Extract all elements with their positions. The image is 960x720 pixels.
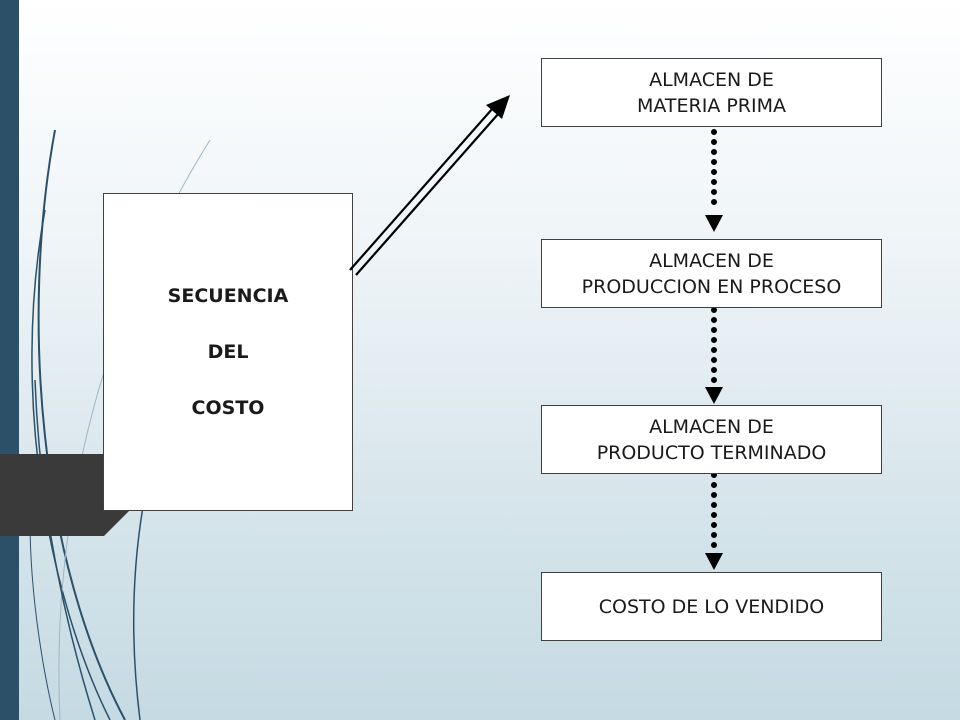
- flow-box-4-line-1: COSTO DE LO VENDIDO: [598, 595, 825, 618]
- flow-box-materia-prima: ALMACEN DE MATERIA PRIMA: [541, 58, 882, 127]
- flow-box-1-line-2: MATERIA PRIMA: [636, 94, 787, 117]
- sequence-box: SECUENCIA DEL COSTO: [103, 193, 353, 511]
- flow-box-producto-terminado: ALMACEN DE PRODUCTO TERMINADO: [541, 405, 882, 474]
- dotted-arrow-1: [705, 129, 723, 232]
- flow-box-1-line-1: ALMACEN DE: [649, 68, 774, 91]
- sequence-line-3: COSTO: [191, 397, 265, 419]
- dotted-arrow-3: [705, 472, 723, 570]
- flow-box-produccion-en-proceso: ALMACEN DE PRODUCCION EN PROCESO: [541, 239, 882, 308]
- flow-box-costo-de-lo-vendido: COSTO DE LO VENDIDO: [541, 572, 882, 641]
- main-double-arrow: [349, 95, 510, 276]
- flow-box-2-line-1: ALMACEN DE: [649, 249, 774, 272]
- sequence-line-2: DEL: [207, 341, 249, 363]
- flow-box-3-line-1: ALMACEN DE: [649, 415, 774, 438]
- left-accent-strip: [0, 0, 19, 720]
- flow-box-3-line-2: PRODUCTO TERMINADO: [596, 441, 827, 464]
- sequence-line-1: SECUENCIA: [167, 285, 289, 307]
- flow-box-2-line-2: PRODUCCION EN PROCESO: [581, 275, 842, 298]
- dotted-arrow-2: [705, 307, 723, 404]
